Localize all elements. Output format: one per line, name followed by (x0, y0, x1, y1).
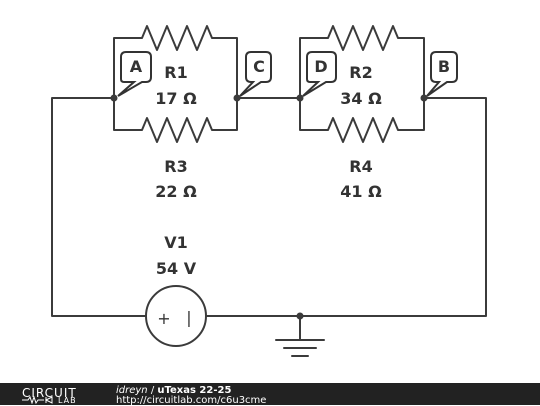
r1-value: 17 Ω (155, 89, 197, 108)
wire-left-loop (51, 97, 147, 317)
node-tag-d: D (302, 51, 337, 97)
junction-dot (233, 94, 241, 102)
node-label-d: D (314, 57, 327, 76)
node-label-b: B (438, 57, 450, 76)
node-label-a: A (130, 57, 143, 76)
v1-value: 54 V (156, 259, 197, 278)
junction-dot (110, 94, 118, 102)
footer-url-link[interactable]: http://circuitlab.com/c6u3cme (116, 395, 267, 406)
voltage-source-v1 (145, 285, 207, 347)
r2-branch (299, 25, 425, 99)
r4-branch (299, 97, 425, 143)
node-tag-c: C (239, 51, 272, 97)
r2-value: 34 Ω (340, 89, 382, 108)
source-plus: + (157, 309, 170, 328)
circuit-schematic: + | A C D B R1 17 Ω R2 34 Ω R3 22 Ω R4 4… (51, 25, 487, 357)
v1-name: V1 (164, 233, 188, 252)
r1-branch (113, 25, 238, 99)
r1-name: R1 (164, 63, 187, 82)
resistor-logo-icon (22, 396, 53, 404)
r2-name: R2 (349, 63, 372, 82)
circuitlab-logo-bottom: LAB (58, 396, 77, 405)
node-tag-b: B (426, 51, 458, 97)
footer-author[interactable]: idreyn (116, 385, 148, 396)
node-label-c: C (253, 57, 265, 76)
r3-name: R3 (164, 157, 187, 176)
footer-title[interactable]: uTexas 22-25 (157, 385, 232, 396)
node-tag-a: A (117, 51, 152, 97)
junction-dot (420, 94, 428, 102)
r4-name: R4 (349, 157, 372, 176)
ground-icon (275, 315, 325, 357)
r4-value: 41 Ω (340, 182, 382, 201)
circuitlab-logo-top: CIRCUIT (22, 386, 77, 400)
footer-bar (0, 383, 540, 405)
r3-branch (113, 97, 238, 143)
footer-credit: idreyn / uTexas 22-25 (116, 385, 231, 396)
footer-separator: / (147, 385, 158, 396)
wire-bottom-ground (205, 97, 487, 317)
r3-value: 22 Ω (155, 182, 197, 201)
source-minus: | (186, 308, 191, 327)
junction-dot (296, 94, 304, 102)
